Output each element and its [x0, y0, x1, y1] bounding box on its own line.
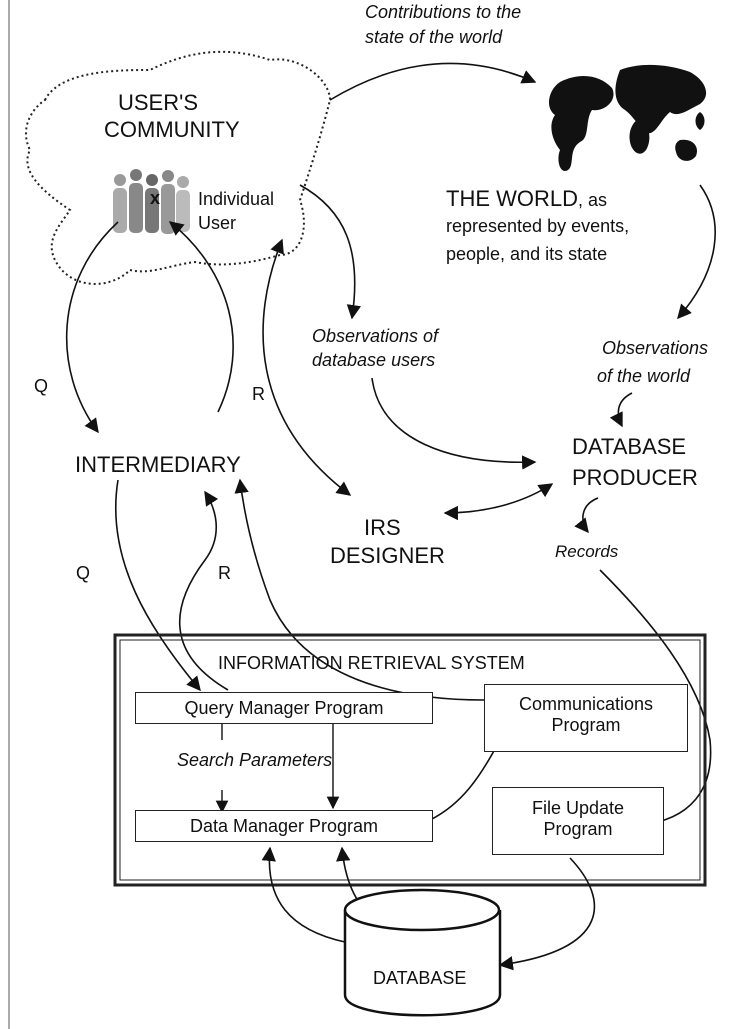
- database-producer-line2: PRODUCER: [572, 465, 698, 490]
- arrow-q-to-intermediary: [65, 221, 119, 434]
- world-desc-line2: represented by events,: [446, 216, 630, 236]
- world-map-icon: [548, 64, 707, 171]
- arrow-user-observations-to-producer: [371, 377, 537, 470]
- communications-box: Communications Program: [484, 684, 688, 752]
- community-label-line2: COMMUNITY: [104, 117, 240, 142]
- arrow-community-to-world: [329, 62, 537, 101]
- community-label-line1: USER'S: [118, 90, 198, 115]
- arrow-world-observations-to-producer: [609, 392, 633, 428]
- r-label-top: R: [252, 384, 265, 404]
- user-observations-line1: Observations of: [312, 326, 439, 346]
- arrow-producer-to-records: [574, 497, 599, 534]
- query-manager-box: Query Manager Program: [135, 692, 433, 724]
- world-observations-line2: of the world: [597, 366, 691, 386]
- arrow-designer-community: [262, 238, 352, 496]
- arrow-q-to-query-manager: [114, 479, 201, 692]
- community-cloud: [25, 50, 332, 285]
- q-label-top: Q: [34, 376, 49, 396]
- arrow-r-to-user: [168, 221, 234, 413]
- world-desc-line3: people, and its state: [446, 244, 608, 264]
- file-update-box: File Update Program: [492, 787, 664, 855]
- world-desc-line1: , as: [578, 190, 608, 210]
- arrow-database-to-data-manager: [261, 846, 346, 943]
- intermediary-label: INTERMEDIARY: [75, 452, 241, 477]
- communications-line2: Program: [551, 715, 621, 735]
- people-icon: [113, 169, 190, 234]
- arrow-world-to-observations: [677, 184, 716, 320]
- world-observations-line1: Observations: [602, 338, 709, 358]
- arrow-file-update-to-database: [498, 857, 596, 971]
- irs-outer-box: [113, 633, 707, 887]
- individual-user-label-line2: User: [198, 213, 237, 233]
- database-cylinder: [343, 888, 502, 1017]
- file-update-line1: File Update: [531, 798, 625, 818]
- contributions-label-line2: state of the world: [365, 27, 503, 47]
- arrow-producer-designer: [443, 483, 554, 521]
- contributions-label-line1: Contributions to the: [365, 2, 522, 22]
- world-title: THE WORLD: [446, 186, 578, 211]
- irs-title: INFORMATION RETRIEVAL SYSTEM: [218, 653, 525, 673]
- search-parameters-label: Search Parameters: [177, 750, 333, 770]
- records-label: Records: [555, 542, 619, 561]
- r-label-bottom: R: [218, 563, 231, 583]
- arrow-r-to-intermediary: [178, 490, 229, 691]
- arrow-records-to-file-update: [599, 569, 712, 831]
- individual-user-marker: x: [150, 188, 161, 208]
- world-description: THE WORLD, as: [446, 186, 607, 212]
- file-update-line2: Program: [543, 819, 613, 839]
- user-observations-line2: database users: [312, 350, 436, 370]
- database-label: DATABASE: [373, 968, 467, 988]
- individual-user-label-line1: Individual: [198, 189, 275, 209]
- irs-designer-line2: DESIGNER: [330, 543, 445, 568]
- database-producer-line1: DATABASE: [572, 434, 687, 459]
- arrow-community-to-user-observations: [299, 184, 362, 320]
- communications-line1: Communications: [518, 694, 654, 714]
- irs-designer-line1: IRS: [364, 515, 401, 540]
- data-manager-box: Data Manager Program: [135, 810, 433, 842]
- q-label-bottom: Q: [76, 563, 91, 583]
